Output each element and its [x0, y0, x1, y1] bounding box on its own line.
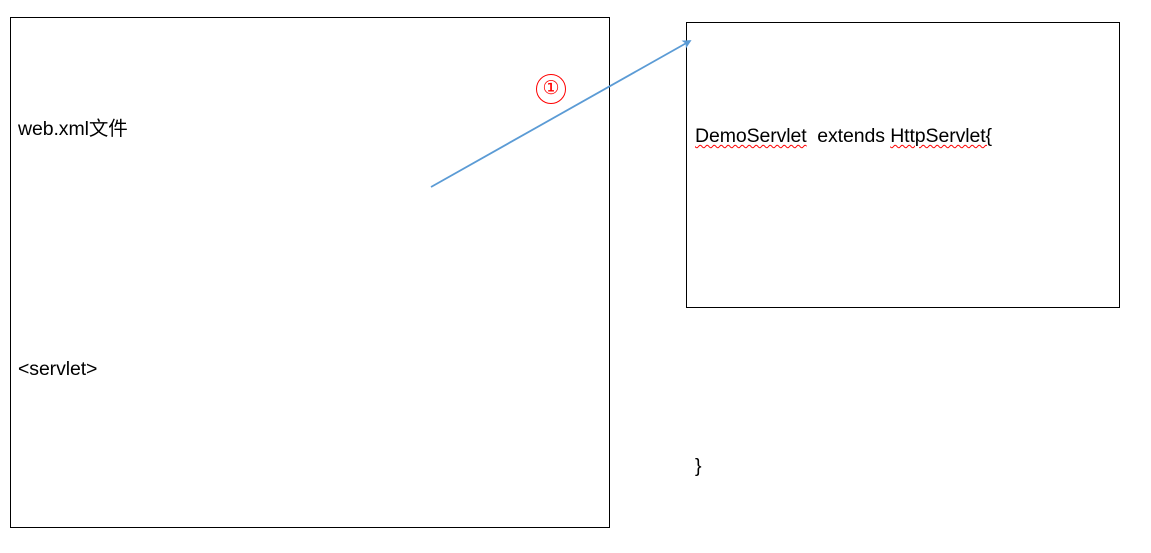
java-class-separator	[807, 125, 818, 147]
java-code-block: DemoServlet extends HttpServlet{ }	[695, 31, 1115, 553]
java-line-blank-1	[695, 241, 1115, 271]
java-class-name: DemoServlet	[695, 125, 807, 147]
xml-line-servlet-open: <servlet>	[18, 358, 98, 380]
java-line-class-declaration: DemoServlet extends HttpServlet{	[695, 121, 1115, 151]
web-xml-panel: web.xml文件 <servlet> <servlet-name>demo</…	[10, 17, 610, 528]
annotation-marker-1: ①	[536, 74, 566, 104]
web-xml-code-block: web.xml文件 <servlet> <servlet-name>demo</…	[18, 24, 605, 553]
java-class-panel: DemoServlet extends HttpServlet{ }	[686, 22, 1120, 477]
java-extends-keyword: extends	[817, 125, 885, 147]
xml-line-title: web.xml文件	[18, 118, 128, 140]
java-line-closing-brace: }	[695, 455, 702, 477]
java-line-blank-2	[695, 331, 1115, 361]
xml-line-blank-1	[18, 234, 605, 264]
xml-line-blank-2	[18, 474, 605, 504]
java-superclass-name: HttpServlet{	[890, 125, 992, 147]
